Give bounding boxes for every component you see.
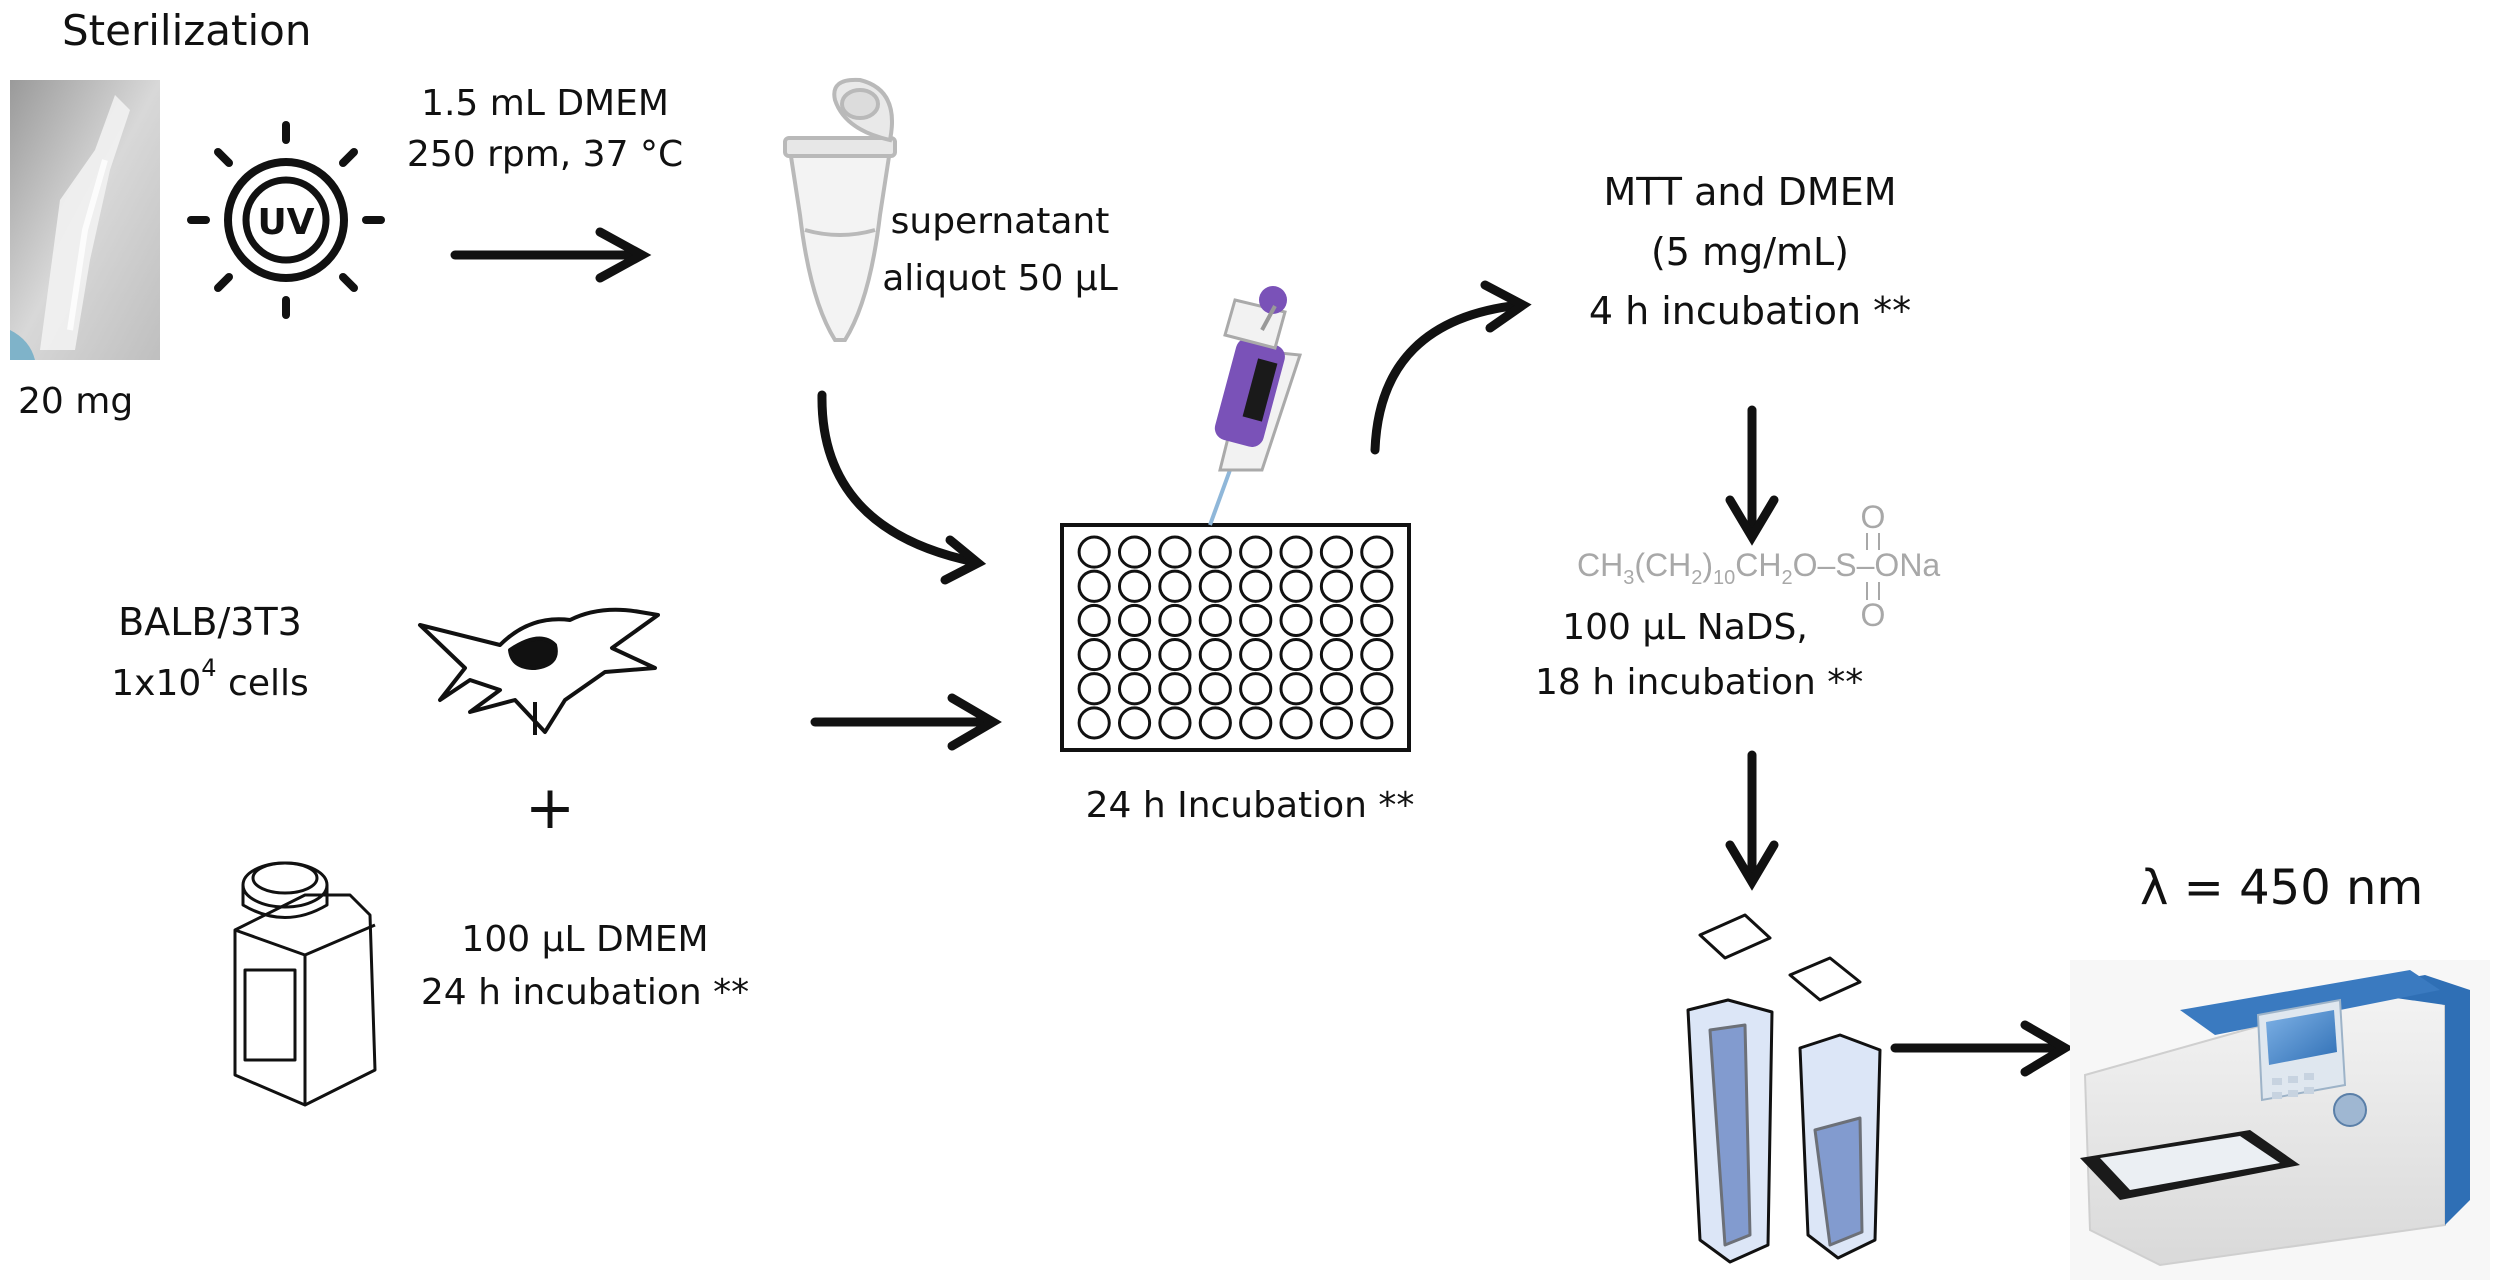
fibroblast-cell-icon bbox=[418, 607, 660, 735]
plate-well bbox=[1319, 672, 1354, 706]
plate-well bbox=[1077, 569, 1111, 603]
sample-mass-label: 20 mg bbox=[18, 381, 134, 422]
plate-well bbox=[1279, 535, 1313, 569]
plate-well bbox=[1239, 638, 1273, 672]
well-plate-wells bbox=[1077, 535, 1394, 740]
plate-well bbox=[1117, 535, 1152, 569]
plate-well bbox=[1360, 706, 1394, 740]
plate-well bbox=[1279, 603, 1313, 638]
plate-well bbox=[1077, 535, 1111, 569]
culture-incubation: 24 h incubation ** bbox=[420, 972, 750, 1014]
wavelength-label: λ = 450 nm bbox=[2140, 860, 2424, 916]
plate-well bbox=[1077, 603, 1111, 638]
nads-label: 100 µL NaDS, 18 h incubation ** bbox=[1535, 606, 1864, 704]
plate-well bbox=[1198, 569, 1232, 603]
plate-well bbox=[1319, 569, 1354, 603]
cuvettes-icon bbox=[1686, 913, 1882, 1264]
pipette-icon bbox=[1208, 286, 1303, 526]
sterilization-title: Sterilization bbox=[62, 6, 312, 55]
plate-well bbox=[1158, 535, 1192, 569]
plate-well bbox=[1158, 603, 1192, 638]
plate-well bbox=[1158, 706, 1192, 740]
plate-well bbox=[1117, 706, 1152, 740]
plate-well bbox=[1360, 638, 1394, 672]
supernatant-label: supernatant aliquot 50 µL bbox=[870, 200, 1130, 300]
plate-well bbox=[1239, 535, 1273, 569]
plate-well bbox=[1239, 569, 1273, 603]
plate-well bbox=[1360, 603, 1394, 638]
plate-well bbox=[1117, 672, 1152, 706]
cell-count-suffix: cells bbox=[228, 662, 309, 704]
plate-well bbox=[1360, 535, 1394, 569]
plate-well bbox=[1117, 638, 1152, 672]
well-plate-frame bbox=[1060, 523, 1411, 752]
plate-well bbox=[1239, 672, 1273, 706]
cell-line-name: BALB/3T3 bbox=[118, 600, 302, 644]
plate-incubation-label: 24 h Incubation ** bbox=[1085, 785, 1415, 826]
culture-flask-icon bbox=[233, 861, 377, 1107]
plate-well bbox=[1117, 569, 1152, 603]
culture-label: 100 μL DMEM 24 h incubation ** bbox=[395, 918, 775, 1014]
nads-formula: CH3(CH2)10CH2O–S–ONa O O bbox=[1577, 499, 1940, 633]
culture-medium: 100 μL DMEM bbox=[461, 919, 709, 960]
mtt-label: MTT and DMEM (5 mg/mL) 4 h incubation ** bbox=[1540, 170, 1960, 335]
well-plate bbox=[1060, 523, 1411, 752]
plate-well bbox=[1158, 569, 1192, 603]
plate-well bbox=[1198, 672, 1232, 706]
arrow-sterilization-to-extraction bbox=[450, 227, 652, 283]
plate-well bbox=[1319, 535, 1354, 569]
extraction-conditions: 1.5 mL DMEM 250 rpm, 37 °C bbox=[395, 82, 695, 176]
sample-photo bbox=[10, 80, 160, 360]
arrow-cells-to-plate bbox=[810, 693, 1002, 751]
arrow-supernatant-to-plate bbox=[817, 390, 987, 585]
aliquot-line: aliquot 50 µL bbox=[882, 258, 1118, 300]
plate-well bbox=[1077, 638, 1111, 672]
eppendorf-tube-icon bbox=[783, 77, 897, 342]
arrow-cuvettes-to-reader bbox=[1890, 1020, 2074, 1077]
cell-count-exponent: 4 bbox=[201, 653, 217, 682]
plate-well bbox=[1158, 638, 1192, 672]
arrow-plate-to-mtt bbox=[1370, 280, 1532, 455]
uv-lamp-icon bbox=[187, 121, 385, 319]
plate-well bbox=[1279, 569, 1313, 603]
cell-count-prefix: 1x10 bbox=[111, 662, 202, 704]
mtt-incubation: 4 h incubation ** bbox=[1588, 289, 1912, 334]
plate-well bbox=[1319, 603, 1354, 638]
plate-well bbox=[1319, 638, 1354, 672]
nads-formula-text: CH3(CH2)10CH2O–S–ONa bbox=[1577, 547, 1940, 589]
microplate-reader-icon bbox=[2070, 960, 2490, 1280]
mtt-concentration: (5 mg/mL) bbox=[1650, 229, 1850, 274]
plate-well bbox=[1319, 706, 1354, 740]
plate-well bbox=[1239, 706, 1273, 740]
plate-well bbox=[1360, 569, 1394, 603]
arrow-nads-to-cuvettes bbox=[1725, 750, 1779, 891]
nads-oxygen-top: O bbox=[1861, 499, 1886, 535]
nads-oxygen-bottom: O bbox=[1861, 597, 1886, 633]
arrow-mtt-to-nads bbox=[1725, 405, 1779, 546]
plate-well bbox=[1279, 638, 1313, 672]
plate-well bbox=[1279, 706, 1313, 740]
plate-well bbox=[1360, 672, 1394, 706]
extraction-medium: 1.5 mL DMEM bbox=[421, 83, 669, 124]
nads-incubation: 18 h incubation ** bbox=[1535, 662, 1864, 704]
plate-well bbox=[1279, 672, 1313, 706]
cell-count: 1x104 cells bbox=[90, 654, 330, 705]
plate-well bbox=[1117, 603, 1152, 638]
plate-well bbox=[1198, 706, 1232, 740]
supernatant-line: supernatant bbox=[890, 201, 1110, 242]
plate-well bbox=[1158, 672, 1192, 706]
plate-well bbox=[1077, 706, 1111, 740]
plate-well bbox=[1198, 535, 1232, 569]
nads-volume: 100 µL NaDS, bbox=[1562, 607, 1808, 648]
uv-text: UV bbox=[257, 202, 314, 243]
plate-well bbox=[1198, 603, 1232, 638]
plate-well bbox=[1077, 672, 1111, 706]
plate-well bbox=[1239, 603, 1273, 638]
extraction-shaking: 250 rpm, 37 °C bbox=[406, 134, 684, 176]
cell-line-label: BALB/3T3 1x104 cells bbox=[90, 600, 330, 705]
mtt-reagent: MTT and DMEM bbox=[1603, 170, 1897, 214]
plate-well bbox=[1198, 638, 1232, 672]
plus-sign: + bbox=[524, 773, 576, 843]
